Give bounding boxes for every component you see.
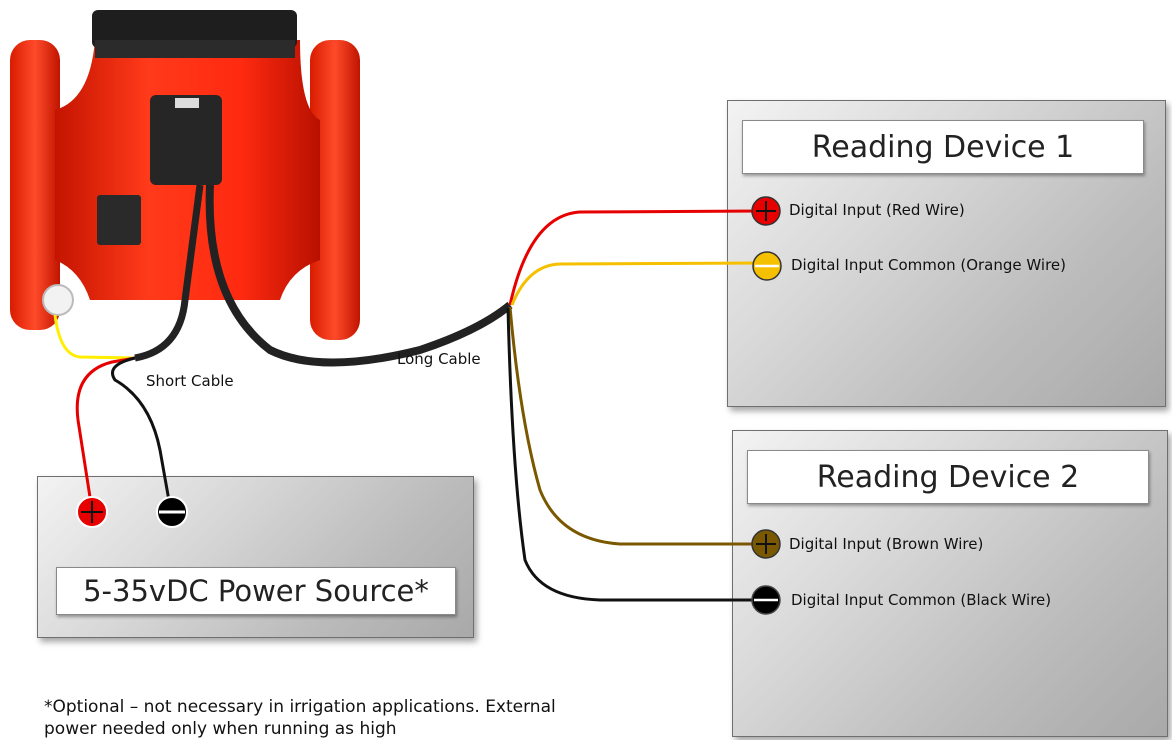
- device2-black-wire: [506, 307, 765, 602]
- short-cable: [134, 184, 204, 362]
- long-cable-label: Long Cable: [397, 350, 481, 368]
- device2-terminal-1-label: Digital Input (Brown Wire): [789, 535, 984, 553]
- reading-device-1-box: Reading Device 1: [727, 100, 1166, 407]
- short-cable-label: Short Cable: [146, 372, 234, 390]
- power-minus-terminal-icon: [156, 496, 188, 528]
- water-meter-image: [10, 10, 360, 340]
- device1-red-wire: [508, 209, 761, 306]
- reading-device-1-title: Reading Device 1: [742, 120, 1144, 174]
- device1-plus-terminal-icon: [751, 196, 781, 226]
- meter-sensor-module: [150, 95, 222, 185]
- long-cable: [205, 184, 513, 367]
- reading-device-2-box: Reading Device 2: [732, 430, 1168, 737]
- meter-register-cap: [92, 10, 297, 48]
- power-source-box: 5-35vDC Power Source*: [37, 476, 474, 638]
- device1-terminal-1-label: Digital Input (Red Wire): [789, 201, 965, 219]
- device2-minus-terminal-icon: [751, 585, 781, 615]
- power-plus-terminal-icon: [76, 496, 108, 528]
- device2-plus-terminal-icon: [751, 529, 781, 559]
- reading-device-2-title-text: Reading Device 2: [816, 459, 1080, 495]
- power-source-title-text: 5-35vDC Power Source*: [83, 574, 429, 608]
- meter-sensor-clip: [175, 98, 199, 108]
- device1-terminal-2-label: Digital Input Common (Orange Wire): [791, 256, 1066, 274]
- device1-orange-wire: [510, 261, 766, 306]
- power-black-wire: [111, 356, 173, 513]
- meter-right-flange: [310, 40, 360, 340]
- yellow-wire: [53, 314, 136, 360]
- power-red-wire: [75, 356, 136, 511]
- meter-ground-lug: [42, 284, 74, 316]
- device2-brown-wire: [508, 306, 765, 546]
- meter-side-bracket: [97, 195, 141, 245]
- device1-minus-terminal-icon: [752, 251, 782, 281]
- meter-left-flange: [10, 40, 60, 330]
- reading-device-2-title: Reading Device 2: [747, 450, 1149, 504]
- footnote: *Optional – not necessary in irrigation …: [44, 697, 556, 739]
- device2-terminal-2-label: Digital Input Common (Black Wire): [791, 591, 1052, 609]
- power-source-title: 5-35vDC Power Source*: [56, 567, 456, 615]
- reading-device-1-title-text: Reading Device 1: [811, 129, 1075, 165]
- meter-register-band: [95, 40, 295, 58]
